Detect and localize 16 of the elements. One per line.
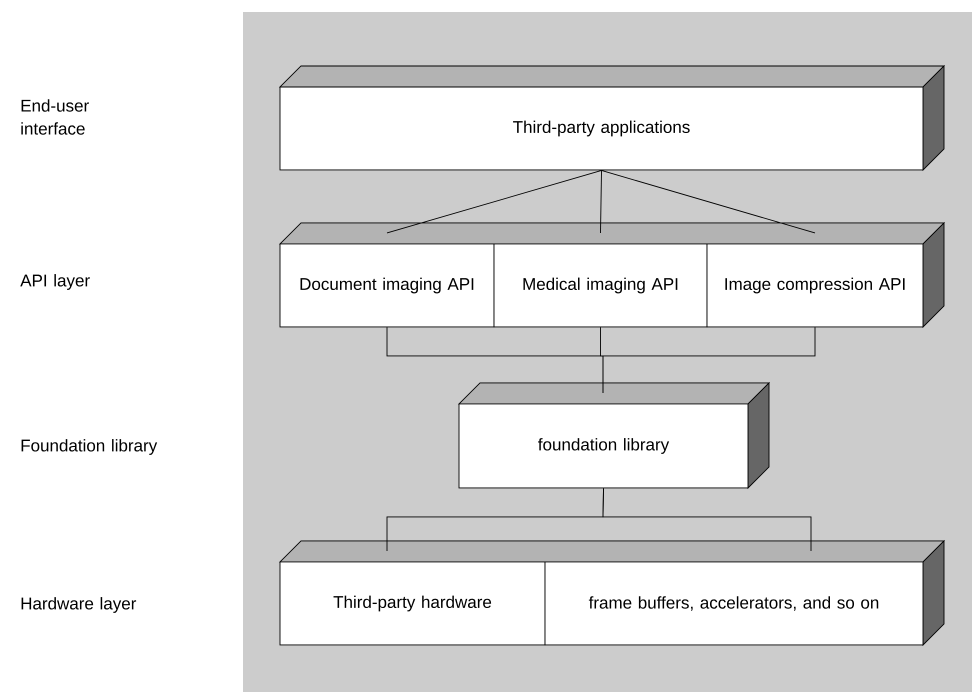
layer-box: Image compression API [706, 244, 924, 328]
connector-line [602, 488, 812, 552]
layer-box: Third-party applications [280, 86, 924, 170]
layer-label: Foundation library [22, 439, 158, 455]
layer-label: End-user interface [21, 99, 89, 135]
connector-line [386, 170, 602, 234]
layer-label: Hardware layer [22, 597, 136, 613]
layer-label: API layer [20, 274, 90, 290]
layer-box: foundation library [458, 404, 748, 488]
connector-line [602, 326, 816, 394]
layer-box: Third-party hardware [280, 562, 546, 646]
layer-box: Medical imaging API [494, 244, 708, 328]
layer-box: frame buffers, accelerators, and so on [544, 562, 924, 646]
layer-box: Document imaging API [280, 244, 494, 328]
connector-line [601, 170, 816, 234]
connector-line [600, 170, 602, 234]
